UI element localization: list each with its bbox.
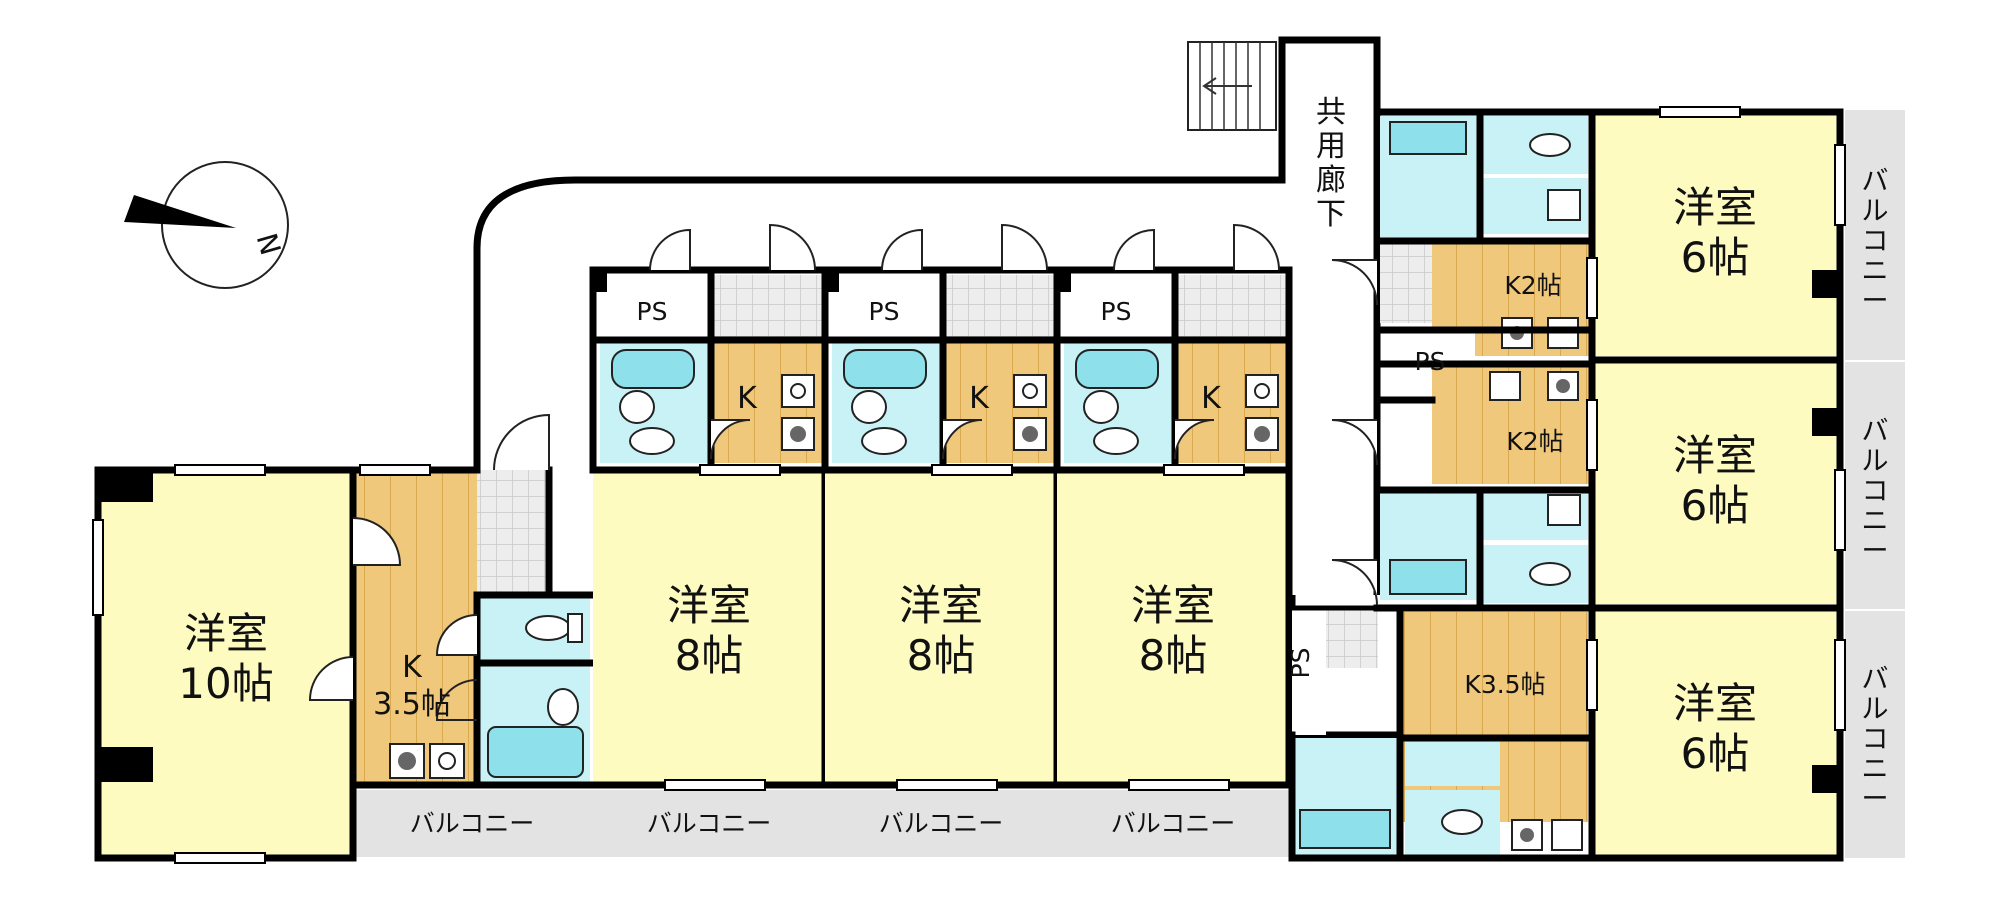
kitchen-r3-label: K3.5帖 [1464, 670, 1545, 699]
svg-text:ニ: ニ [1862, 754, 1889, 785]
room-r3-label: 洋室 [1673, 679, 1757, 728]
ps-u3-label: PS [869, 297, 900, 326]
svg-text:ー: ー [1862, 784, 1889, 815]
balcony-u2-label: バルコニー [647, 809, 772, 838]
vertical-ps-label: PS [1286, 648, 1315, 679]
room-u4-size: 8帖 [1139, 631, 1208, 680]
kitchen-u1-label: K [402, 650, 423, 685]
room-r2 [1592, 364, 1837, 604]
room-u2-label: 洋室 [667, 581, 751, 630]
svg-text:バ: バ [1862, 664, 1889, 695]
unit-2-labels: PS K 洋室 8帖 バルコニー [637, 297, 772, 838]
stairs-arrow-icon [1202, 77, 1252, 95]
svg-text:ル: ル [1862, 446, 1889, 477]
stairs [1187, 41, 1277, 131]
unit-3 [825, 225, 1057, 857]
svg-text:コ: コ [1862, 724, 1889, 755]
room-r2-size: 6帖 [1681, 481, 1750, 530]
corridor-label: 共 用 廊 下 [1316, 95, 1346, 232]
unit-1: 洋室 10帖 K 3.5帖 バルコニー [92, 413, 597, 864]
sink-u2k-icon [781, 374, 815, 408]
room-u4-label: 洋室 [1131, 581, 1215, 630]
balcony-r2 [1845, 362, 1905, 609]
sink-u1-icon [547, 688, 579, 726]
unit-4 [1057, 225, 1289, 857]
svg-text:用: 用 [1316, 129, 1346, 164]
toilet-u1-icon [525, 615, 571, 641]
svg-text:ー: ー [1862, 536, 1889, 567]
kitchen-r1-label: K2帖 [1504, 271, 1561, 300]
svg-text:ル: ル [1862, 694, 1889, 725]
toilet-u2-icon [629, 427, 675, 455]
balcony-u1-label: バルコニー [410, 809, 535, 838]
kitchen-u2-label: K [737, 381, 758, 416]
room-r3 [1592, 612, 1837, 857]
room-u1 [98, 470, 353, 858]
balcony-u2 [593, 790, 825, 857]
svg-text:廊: 廊 [1316, 163, 1346, 198]
room-u3-size: 8帖 [907, 631, 976, 680]
room-r1 [1592, 116, 1837, 356]
room-u1-size: 10帖 [178, 659, 273, 708]
sink-u1k-icon [429, 743, 465, 779]
unit-4-labels: PS K 洋室 8帖 バルコニー [1101, 297, 1236, 838]
sink-u2-icon [619, 390, 655, 424]
room-r3-size: 6帖 [1681, 729, 1750, 778]
unit-2 [589, 223, 829, 857]
stove-u2-icon [781, 417, 815, 451]
svg-text:バ: バ [1862, 416, 1889, 447]
kitchen-u3-label: K [969, 381, 990, 416]
balcony-r-labels: バ ル コ ニ ー バ ル コ ニ ー バ ル コ ニ ー [1862, 166, 1889, 815]
balcony-r3 [1845, 611, 1905, 858]
right-units: 洋室 6帖 洋室 6帖 洋室 6帖 K2帖 K2帖 K3.5帖 PS [1288, 106, 1905, 862]
svg-text:ー: ー [1862, 286, 1889, 317]
room-u3-label: 洋室 [899, 581, 983, 630]
svg-text:バ: バ [1862, 166, 1889, 197]
kitchen-r3 [1400, 612, 1588, 822]
ps-r-label: PS [1415, 347, 1446, 376]
kitchen-r2-label: K2帖 [1506, 427, 1563, 456]
room-u1-label: 洋室 [184, 609, 268, 658]
balcony-r1 [1845, 110, 1905, 360]
kitchen-u4-label: K [1201, 381, 1222, 416]
entry-u1 [477, 470, 549, 595]
svg-text:ニ: ニ [1862, 506, 1889, 537]
svg-text:下: 下 [1316, 197, 1346, 232]
compass: N [124, 161, 289, 289]
north-arrow-icon [124, 195, 236, 228]
ps-u2 [593, 275, 711, 335]
room-u2 [593, 470, 825, 785]
room-r1-label: 洋室 [1673, 183, 1757, 232]
svg-text:共: 共 [1316, 95, 1346, 130]
svg-text:ニ: ニ [1862, 256, 1889, 287]
svg-text:コ: コ [1862, 226, 1889, 257]
unit-3-labels: PS K 洋室 8帖 バルコニー [869, 297, 1004, 838]
kitchen-u1-size: 3.5帖 [373, 687, 451, 722]
bathtub-u1 [487, 726, 584, 778]
room-r2-label: 洋室 [1673, 431, 1757, 480]
balcony-u4-label: バルコニー [1111, 809, 1236, 838]
room-r1-size: 6帖 [1681, 233, 1750, 282]
ps-u2-label: PS [637, 297, 668, 326]
balcony-u3-label: バルコニー [879, 809, 1004, 838]
room-u2-size: 8帖 [675, 631, 744, 680]
svg-text:コ: コ [1862, 476, 1889, 507]
vertical-ps: PS [1286, 605, 1378, 735]
entry-u2 [711, 275, 825, 343]
svg-text:ル: ル [1862, 196, 1889, 227]
balcony-u1 [353, 790, 593, 857]
ps-u4-label: PS [1101, 297, 1132, 326]
bathtub-u2 [611, 349, 695, 389]
